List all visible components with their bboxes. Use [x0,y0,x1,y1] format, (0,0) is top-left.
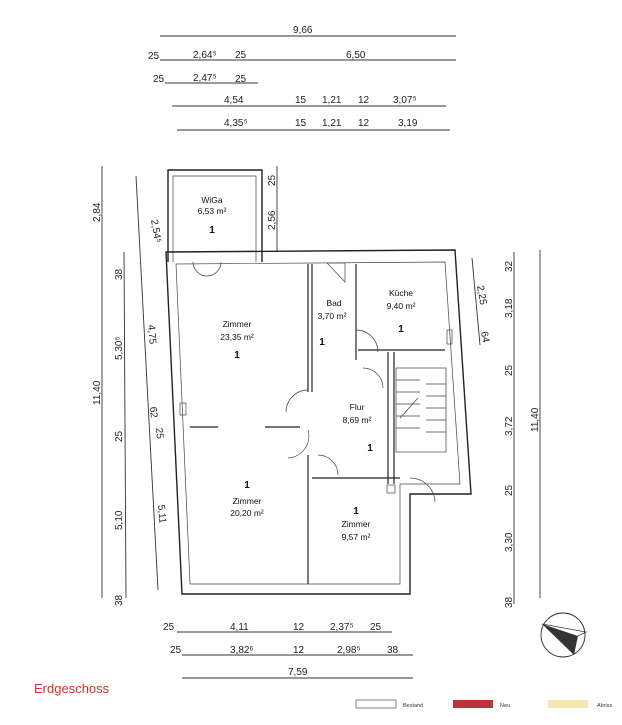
room-flur: Flur 8,69 m² 1 [343,402,374,454]
plan-label: 9,40 m² [387,301,416,311]
plan-label: 1 [244,480,250,491]
plan-label: 1 [209,225,215,236]
dim-label: 4,35⁵ [224,118,248,129]
dim-label: 4,54 [224,95,244,106]
dim-label: 12 [358,118,370,129]
dim-label: 5,10 [114,510,125,530]
dim-label: 11,40 [530,407,541,432]
legend: Bestand Neu Abriss [355,699,613,709]
plan-label: 1 [353,506,359,517]
plan-label: Zimmer [342,519,371,529]
legend-swatch-neu [453,700,493,708]
plan-label: 7,59 [288,667,308,678]
dim-label: 25 [235,74,247,85]
dim-label: 3,30 [504,532,515,552]
plan-label: Flur [350,402,365,412]
dim-label: 15 [295,95,307,106]
room-zimmer-20: 1 Zimmer 20,20 m² [230,480,264,518]
left-dimensions: 2,84 11,40 38 5,30⁵ 25 5,10 38 2,54⁵ 4,7… [92,166,278,606]
bottom-dimensions: 25 4,11 12 2,37⁵ 25 25 3,82⁶ 12 2,98⁵ 38… [163,622,413,679]
dim-label: 38 [114,268,125,280]
plan-label: 25 [170,645,182,656]
dim-label: 25 [114,430,125,442]
plan-label: 2,98⁵ [337,645,361,656]
dim-label: 62 [147,406,159,418]
plan-label: 12 [293,645,305,656]
dim-label: 5,11 [155,504,168,524]
room-zimmer-large: Zimmer 23,35 m² 1 [220,319,254,361]
dim-label: 2,64⁵ [193,50,217,61]
dim-label: 1,21 [322,118,342,129]
plan-label: Küche [389,288,413,298]
plan-label: 38 [387,645,399,656]
dim-label: 12 [358,95,370,106]
legend-swatch-bestand [355,699,397,709]
room-kueche: Küche 9,40 m² 1 [387,288,416,335]
dim-label: 25 [148,51,160,62]
plan-label: 2,37⁵ [330,622,354,633]
room-labels: WiGa 6,53 m² 1 Zimmer 23,35 m² 1 Bad 3,7… [198,195,416,542]
dim-label: 6,50 [346,50,366,61]
dim-label: 1,21 [322,95,342,106]
plan-label: 1 [398,324,404,335]
dim-label: 32 [504,260,515,272]
room-bad: Bad 3,70 m² 1 [318,298,347,348]
dim-label: 25 [504,364,515,376]
legend-label: Neu [500,703,510,709]
floor-label: Erdgeschoss [34,681,110,696]
plan-label: WiGa [201,195,223,205]
plan-label: Zimmer [223,319,252,329]
dim-label: 3,19 [398,118,418,129]
dim-label: 2,25 [474,285,488,307]
dim-label: 25 [267,174,278,186]
right-dimensions: 2,25 64 32 3,18 25 3,72 25 3,30 38 11,40 [471,250,541,608]
dim-label: 2,56 [267,210,278,230]
plan-label: 3,70 m² [318,311,347,321]
dim-label: 3,18 [504,298,515,318]
legend-label: Bestand [403,703,423,709]
room-wiga: WiGa 6,53 m² 1 [198,195,227,236]
plan-label: 1 [319,337,325,348]
dim-label: 11,40 [92,380,103,405]
plan-label: 1 [367,443,373,454]
dim-label: 2,54⁵ [148,219,163,244]
dim-label: 25 [153,74,165,85]
top-dimensions: 9,66 25 2,64⁵ 25 6,50 25 2,47⁵ 25 4,54 1… [148,25,456,131]
plan-label: 20,20 m² [230,508,264,518]
dim-label: 38 [504,596,515,608]
dim-label: 15 [295,118,307,129]
north-arrow-icon [540,612,588,658]
plan-label: Zimmer [233,496,262,506]
plan-label: 4,11 [230,622,249,633]
dim-label: 2,47⁵ [193,73,217,84]
plan-label: Bad [326,298,341,308]
walls [165,169,472,595]
plan-label: 3,82⁶ [230,645,254,656]
legend-label: Abriss [597,703,613,709]
dim-label: 3,72 [504,416,515,436]
dim-label: 38 [114,594,125,606]
dim-label: 25 [153,427,165,439]
legend-swatch-abriss [548,700,588,708]
plan-label: 6,53 m² [198,206,227,216]
dim-label: 4,75 [145,324,158,345]
dim-label: 9,66 [293,25,313,36]
dim-label: 25 [504,484,515,496]
plan-label: 9,57 m² [342,532,371,542]
plan-label: 25 [163,622,175,633]
plan-label: 12 [293,622,305,633]
dim-label: 3,07⁵ [393,95,417,106]
plan-label: 8,69 m² [343,415,372,425]
room-zimmer-9: 1 Zimmer 9,57 m² [342,506,371,542]
plan-label: 25 [370,622,382,633]
dim-label: 5,30⁵ [114,336,125,360]
dim-label: 2,84 [92,202,103,222]
plan-label: 23,35 m² [220,332,254,342]
dim-label: 25 [235,50,247,61]
dim-label: 64 [478,331,491,344]
plan-label: 1 [234,350,240,361]
